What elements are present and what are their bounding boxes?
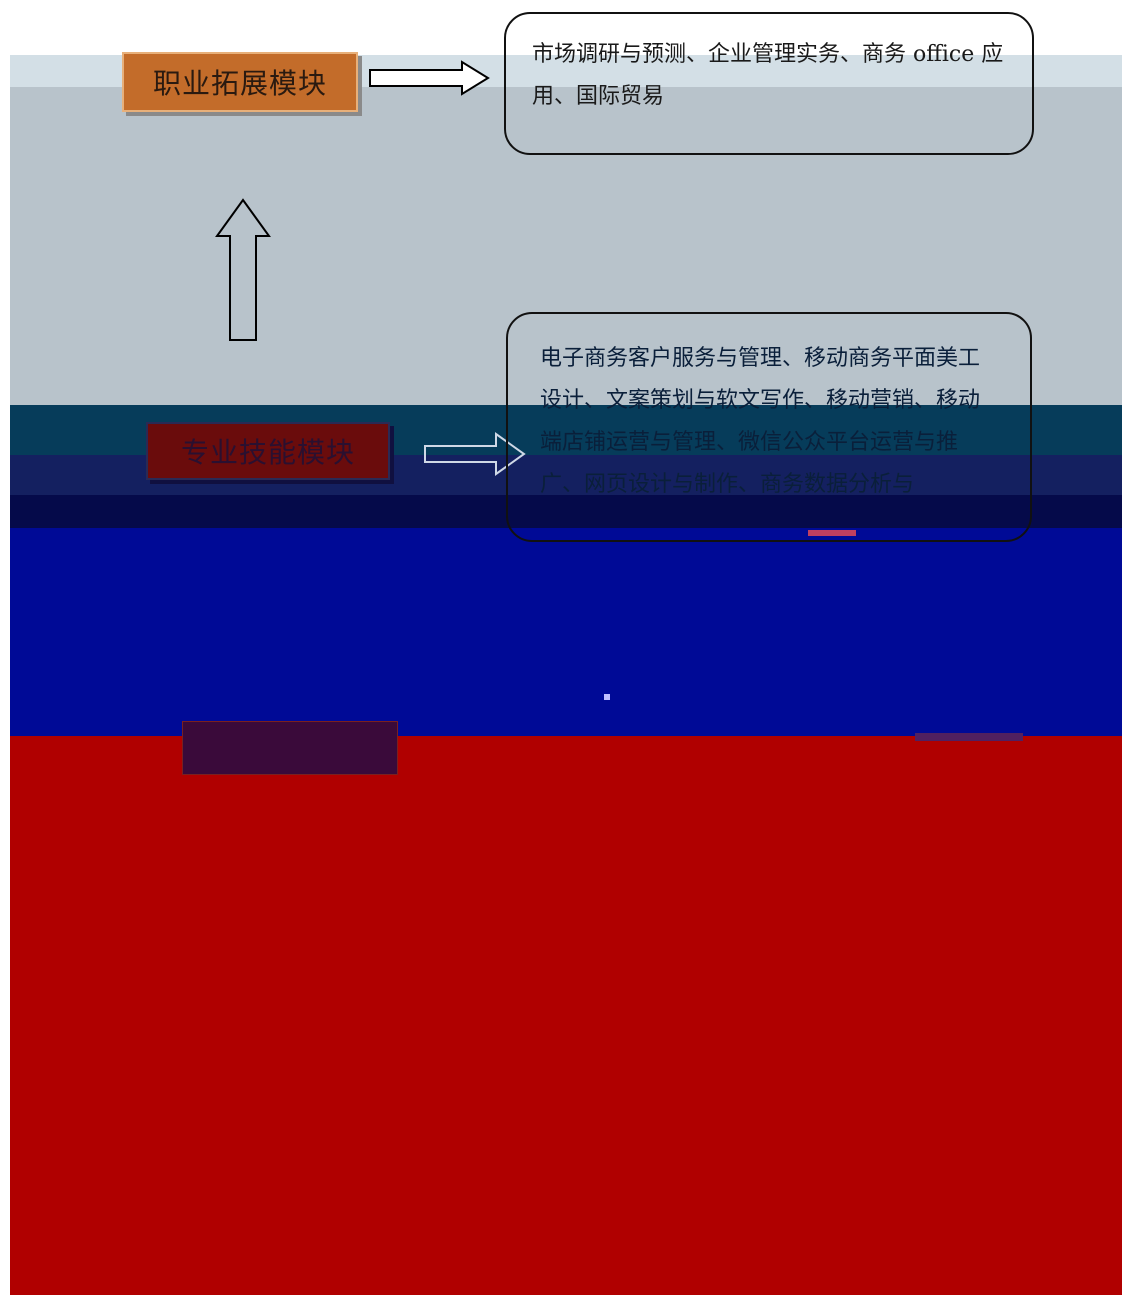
glitch-artifact — [915, 733, 1023, 741]
band-grey — [10, 87, 1122, 407]
arrow-up — [215, 198, 271, 341]
skill-module-box: 专业技能模块 — [146, 422, 390, 480]
skill-module-label: 专业技能模块 — [180, 436, 355, 469]
career-description-text: 市场调研与预测、企业管理实务、商务 office 应用、国际贸易 — [532, 42, 1004, 109]
base-module-box — [182, 721, 398, 775]
band-dark-navy — [10, 495, 1122, 529]
arrow-right-career — [369, 60, 490, 96]
glitch-artifact — [604, 694, 610, 700]
career-module-box: 职业拓展模块 — [122, 52, 358, 112]
career-description-box: 市场调研与预测、企业管理实务、商务 office 应用、国际贸易 — [504, 12, 1034, 155]
arrow-right-skill — [424, 432, 526, 476]
band-blue — [10, 528, 1122, 744]
band-red — [10, 736, 1122, 1295]
skill-description-text: 电子商务客户服务与管理、移动商务平面美工设计、文案策划与软文写作、移动营销、移动… — [540, 346, 981, 497]
glitch-artifact — [808, 530, 856, 536]
career-module-label: 职业拓展模块 — [152, 67, 327, 100]
skill-description-box: 电子商务客户服务与管理、移动商务平面美工设计、文案策划与软文写作、移动营销、移动… — [506, 312, 1032, 542]
